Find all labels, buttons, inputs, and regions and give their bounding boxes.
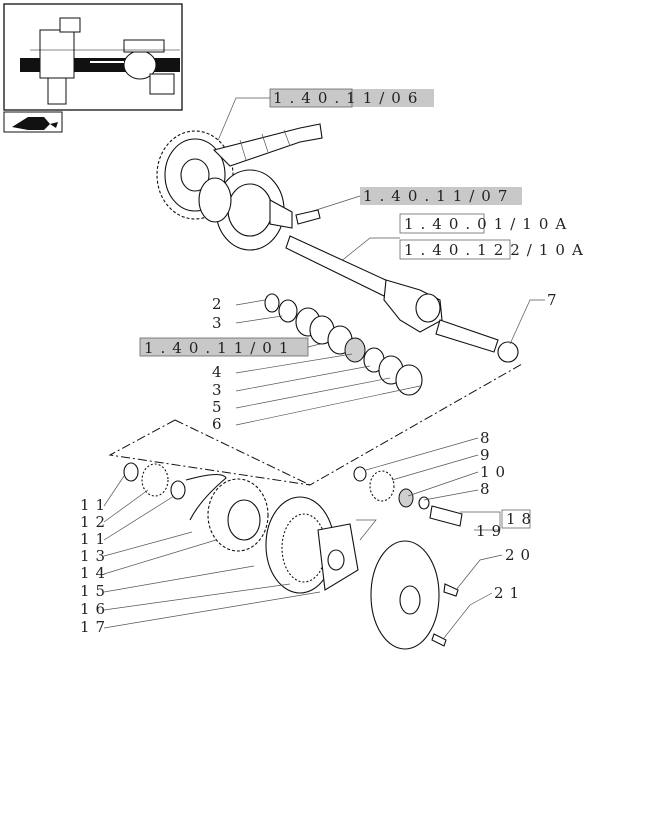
upper-part-stack [264,293,519,396]
svg-text:1.40.01/10A: 1.40.01/10A [404,215,573,233]
callout-11a: 11 [80,496,111,514]
drive-pinion [212,123,323,167]
callout-10: 10 [480,463,511,481]
callout-3b: 3 [212,381,228,399]
callout-13: 13 [80,547,111,565]
ref-a[interactable]: 1.40.01/10A [399,213,573,234]
callout-11b: 11 [80,530,111,548]
book-arrow-icon[interactable] [3,111,63,133]
callout-5: 5 [212,398,228,416]
half-shaft [285,235,499,353]
callout-3a: 3 [212,314,228,332]
callout-9: 9 [480,446,496,464]
callout-18: 18 [506,510,537,528]
callout-2: 2 [212,295,228,313]
ref-mid[interactable]: 1.40.11/07 [360,187,522,205]
ref-b[interactable]: 1.40.122/10A [399,239,590,260]
callout-17: 17 [80,618,111,636]
callout-18-box [501,509,531,529]
callout-7: 7 [547,291,563,309]
svg-text:1.40.11/01: 1.40.11/01 [144,339,295,357]
differential-housing [198,169,321,251]
ref-left[interactable]: 1.40.11/01 [139,337,309,357]
planetary-parts [123,462,359,594]
svg-text:1.40.11/07: 1.40.11/07 [363,187,514,205]
callout-14: 14 [80,564,111,582]
callout-16: 16 [80,600,111,618]
callout-20: 20 [505,546,536,564]
callout-15: 15 [80,582,111,600]
callout-19: 19 [476,522,507,540]
svg-text:1.40.122/10A: 1.40.122/10A [404,241,590,259]
callout-12: 12 [80,513,111,531]
ref-top[interactable]: 1.40.11/06 [269,88,434,108]
callout-8a: 8 [480,429,496,447]
svg-text:1.40.11/06: 1.40.11/06 [273,89,424,107]
callout-6: 6 [212,415,228,433]
callout-4: 4 [212,363,228,381]
planet-carrier [356,519,459,650]
planet-pin-parts [353,466,463,527]
axle-assembly-thumbnail-icon[interactable] [3,3,183,111]
callout-21: 21 [494,584,525,602]
callout-8b: 8 [480,480,496,498]
